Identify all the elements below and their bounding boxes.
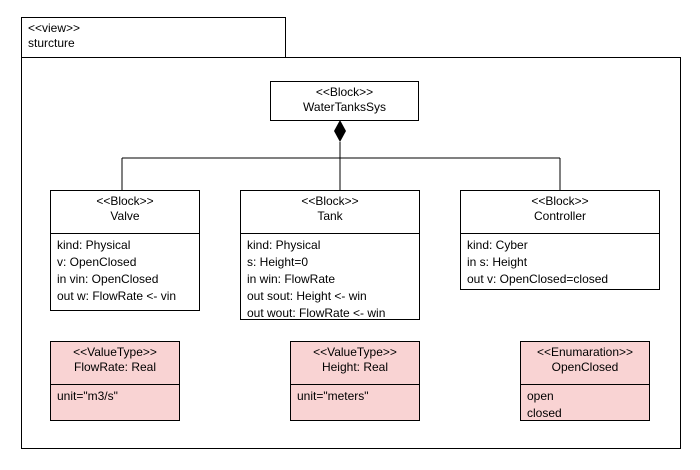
property: kind: Cyber	[467, 238, 528, 252]
valuetype-properties: unit="meters"	[291, 384, 419, 405]
block-properties: kind: Physical v: OpenClosed in vin: Ope…	[51, 233, 199, 305]
property: unit="m3/s"	[57, 389, 118, 403]
view-tab: <<view>> sturcture	[21, 17, 286, 58]
block-properties: kind: Physical s: Height=0 in win: FlowR…	[241, 233, 419, 322]
block-stereotype: <<Block>>	[315, 85, 374, 99]
enum-literal: closed	[527, 406, 562, 420]
enum-literal: open	[527, 389, 554, 403]
valuetype-name: Height: Real	[321, 360, 389, 374]
block-stereotype: <<Block>>	[96, 194, 154, 208]
valuetype-stereotype: <<ValueType>>	[313, 345, 397, 359]
enumeration-name: OpenClosed	[551, 360, 619, 374]
view-name: sturcture	[28, 36, 75, 50]
valuetype-flowrate[interactable]: <<ValueType>> FlowRate: Real unit="m3/s"	[50, 341, 180, 421]
property: out v: OpenClosed=closed	[467, 272, 609, 286]
block-name: WaterTanksSys	[303, 100, 386, 114]
block-properties: kind: Cyber in s: Height out v: OpenClos…	[461, 233, 659, 288]
block-stereotype: <<Block>>	[301, 194, 359, 208]
property: v: OpenClosed	[57, 255, 137, 269]
property: kind: Physical	[57, 238, 131, 252]
view-stereotype: <<view>>	[28, 21, 81, 35]
block-name: Valve	[110, 209, 140, 223]
property: s: Height=0	[247, 255, 309, 269]
property: out wout: FlowRate <- win	[247, 306, 386, 320]
property: out sout: Height <- win	[247, 289, 367, 303]
property: kind: Physical	[247, 238, 321, 252]
block-name: Controller	[533, 209, 587, 223]
property: in win: FlowRate	[247, 272, 336, 286]
property: unit="meters"	[297, 389, 369, 403]
property: in vin: OpenClosed	[57, 272, 159, 286]
valuetype-height[interactable]: <<ValueType>> Height: Real unit="meters"	[290, 341, 420, 421]
valuetype-stereotype: <<ValueType>>	[73, 345, 157, 359]
block-controller[interactable]: <<Block>> Controller kind: Cyber in s: H…	[460, 190, 660, 290]
block-stereotype: <<Block>>	[531, 194, 589, 208]
block-valve[interactable]: <<Block>> Valve kind: Physical v: OpenCl…	[50, 190, 200, 311]
composition-diamond	[334, 120, 346, 142]
block-name: Tank	[317, 209, 343, 223]
block-watertankssys[interactable]: <<Block>> WaterTanksSys	[270, 81, 419, 121]
property: in s: Height	[467, 255, 528, 269]
enumeration-stereotype: <<Enumaration>>	[536, 345, 634, 359]
enumeration-openclosed[interactable]: <<Enumaration>> OpenClosed open closed	[520, 341, 650, 421]
valuetype-properties: unit="m3/s"	[51, 384, 179, 405]
block-tank[interactable]: <<Block>> Tank kind: Physical s: Height=…	[240, 190, 420, 320]
property: out w: FlowRate <- vin	[57, 289, 177, 303]
valuetype-name: FlowRate: Real	[73, 360, 157, 374]
enumeration-literals: open closed	[521, 384, 649, 422]
